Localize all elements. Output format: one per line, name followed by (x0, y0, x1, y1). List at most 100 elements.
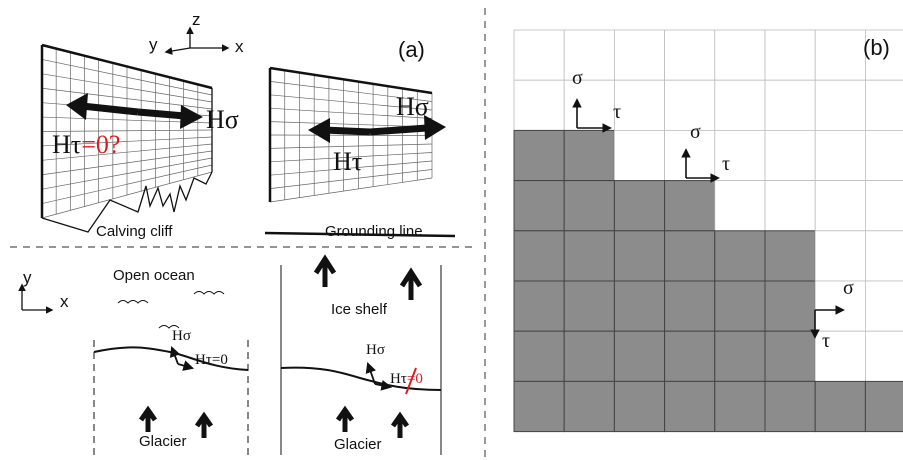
ice-cell (664, 380, 716, 433)
glacier-label-right: Glacier (334, 436, 382, 453)
ice-cell (563, 280, 615, 332)
axis2d-x-label: x (60, 292, 69, 311)
grounding-plan-view: Ice shelf Hσ Hτ=0 Glacier (280, 254, 442, 455)
panel-b: (b) σ τ σ τ σ τ (513, 29, 903, 433)
shelf-arrow-1 (313, 254, 337, 287)
cliff-tau-arrow (81, 102, 139, 116)
ice-cell (664, 330, 716, 382)
ice-cell (613, 180, 666, 232)
grounding-sigma-label: Hσ (396, 92, 429, 121)
empty-cell (614, 79, 666, 131)
stress-top-tau: τ (613, 101, 621, 123)
empty-cell (814, 280, 866, 332)
grounding-sigma-arrow (369, 124, 428, 136)
ice-cell (764, 280, 816, 332)
ice-cell (714, 380, 766, 433)
empty-cell (865, 180, 903, 232)
glacier-label-left: Glacier (139, 433, 187, 450)
ice-cell (714, 280, 766, 332)
cliff-sigma-arrow (137, 108, 186, 120)
axis-x-label: x (235, 37, 244, 56)
empty-cell (513, 29, 565, 81)
ice-cell (513, 280, 565, 332)
ice-cell (613, 230, 666, 282)
cliff-tau-label: Hτ=0? (52, 130, 120, 159)
grounding-line-caption: Grounding line (325, 223, 423, 240)
ice-cell (864, 380, 903, 433)
ice-cell (664, 180, 716, 232)
empty-cell (764, 79, 816, 131)
empty-cell (865, 79, 903, 131)
empty-cell (664, 29, 716, 81)
ice-cell (563, 330, 615, 382)
panel-a-plan-view: y x Open ocean Hσ Hτ=0 Glacier Ice shelf (18, 254, 442, 455)
empty-cell (614, 29, 666, 81)
stress-marker-top: σ τ (572, 67, 621, 133)
strike-through-mark (405, 367, 417, 395)
open-ocean-label: Open ocean (113, 267, 195, 284)
axis-z-label: z (192, 10, 201, 29)
stress-top-sigma: σ (572, 67, 583, 89)
panel-b-grid (513, 29, 903, 433)
grounding-front-line (280, 366, 442, 391)
grounding-line-base (264, 231, 456, 238)
grounding-tau-label: Hτ (333, 147, 362, 176)
ice-shelf-label: Ice shelf (331, 301, 388, 318)
empty-cell (814, 330, 866, 382)
empty-cell (563, 29, 615, 81)
panel-a: (a) z y x Hσ Hτ=0? Calving cliff (40, 10, 456, 240)
empty-cell (814, 79, 866, 131)
empty-cell (714, 79, 766, 131)
empty-cell (614, 129, 666, 181)
ice-cell (814, 380, 866, 433)
ice-cell (513, 230, 565, 282)
shelf-arrow-2 (399, 267, 423, 300)
ice-cell (563, 230, 615, 282)
empty-cell (865, 230, 903, 282)
plan-left-sigma: Hσ (172, 328, 191, 344)
ice-cell (563, 380, 615, 433)
empty-cell (764, 129, 816, 181)
empty-cell (814, 230, 866, 282)
stress-marker-front: σ τ (810, 277, 854, 352)
empty-cell (513, 79, 565, 131)
empty-cell (764, 180, 816, 232)
grounding-tau-arrow (323, 126, 371, 136)
ice-cell (613, 330, 666, 382)
empty-cell (814, 129, 866, 181)
panel-b-label: (b) (863, 35, 890, 60)
ice-cell (714, 230, 766, 282)
plan-right-sigma: Hσ (366, 342, 385, 358)
ice-cell (513, 129, 565, 182)
empty-cell (764, 29, 816, 81)
empty-cell (714, 129, 766, 181)
ice-cell (664, 280, 716, 332)
ice-cell (714, 330, 766, 382)
empty-cell (865, 129, 903, 181)
empty-cell (865, 29, 903, 81)
plan-left-tau: Hτ=0 (195, 352, 228, 368)
calving-cliff-grid: Hσ Hτ=0? Calving cliff (40, 43, 239, 240)
stress-front-sigma: σ (843, 277, 854, 299)
axis2d-y-label: y (23, 268, 32, 287)
plan-right-tau: Hτ=0 (390, 371, 423, 387)
ice-cell (764, 380, 816, 433)
stress-step-tau: τ (722, 153, 730, 175)
axes-3d: z y x (149, 10, 244, 56)
empty-cell (865, 280, 903, 332)
stress-marker-step: σ τ (681, 121, 730, 183)
cliff-sigma-label: Hσ (206, 105, 239, 134)
empty-cell (865, 330, 903, 382)
calving-plan-view: Open ocean Hσ Hτ=0 Glacier (93, 267, 249, 455)
ice-cell (513, 180, 565, 232)
ocean-waves (117, 291, 225, 329)
empty-cell (664, 79, 716, 131)
ice-cell (613, 380, 666, 433)
stress-step-sigma: σ (690, 121, 701, 143)
empty-cell (714, 180, 766, 232)
panel-a-label: (a) (398, 37, 425, 62)
ice-cell (764, 230, 816, 282)
ice-cell (764, 330, 816, 382)
ice-cell (613, 280, 666, 332)
empty-cell (814, 29, 866, 81)
